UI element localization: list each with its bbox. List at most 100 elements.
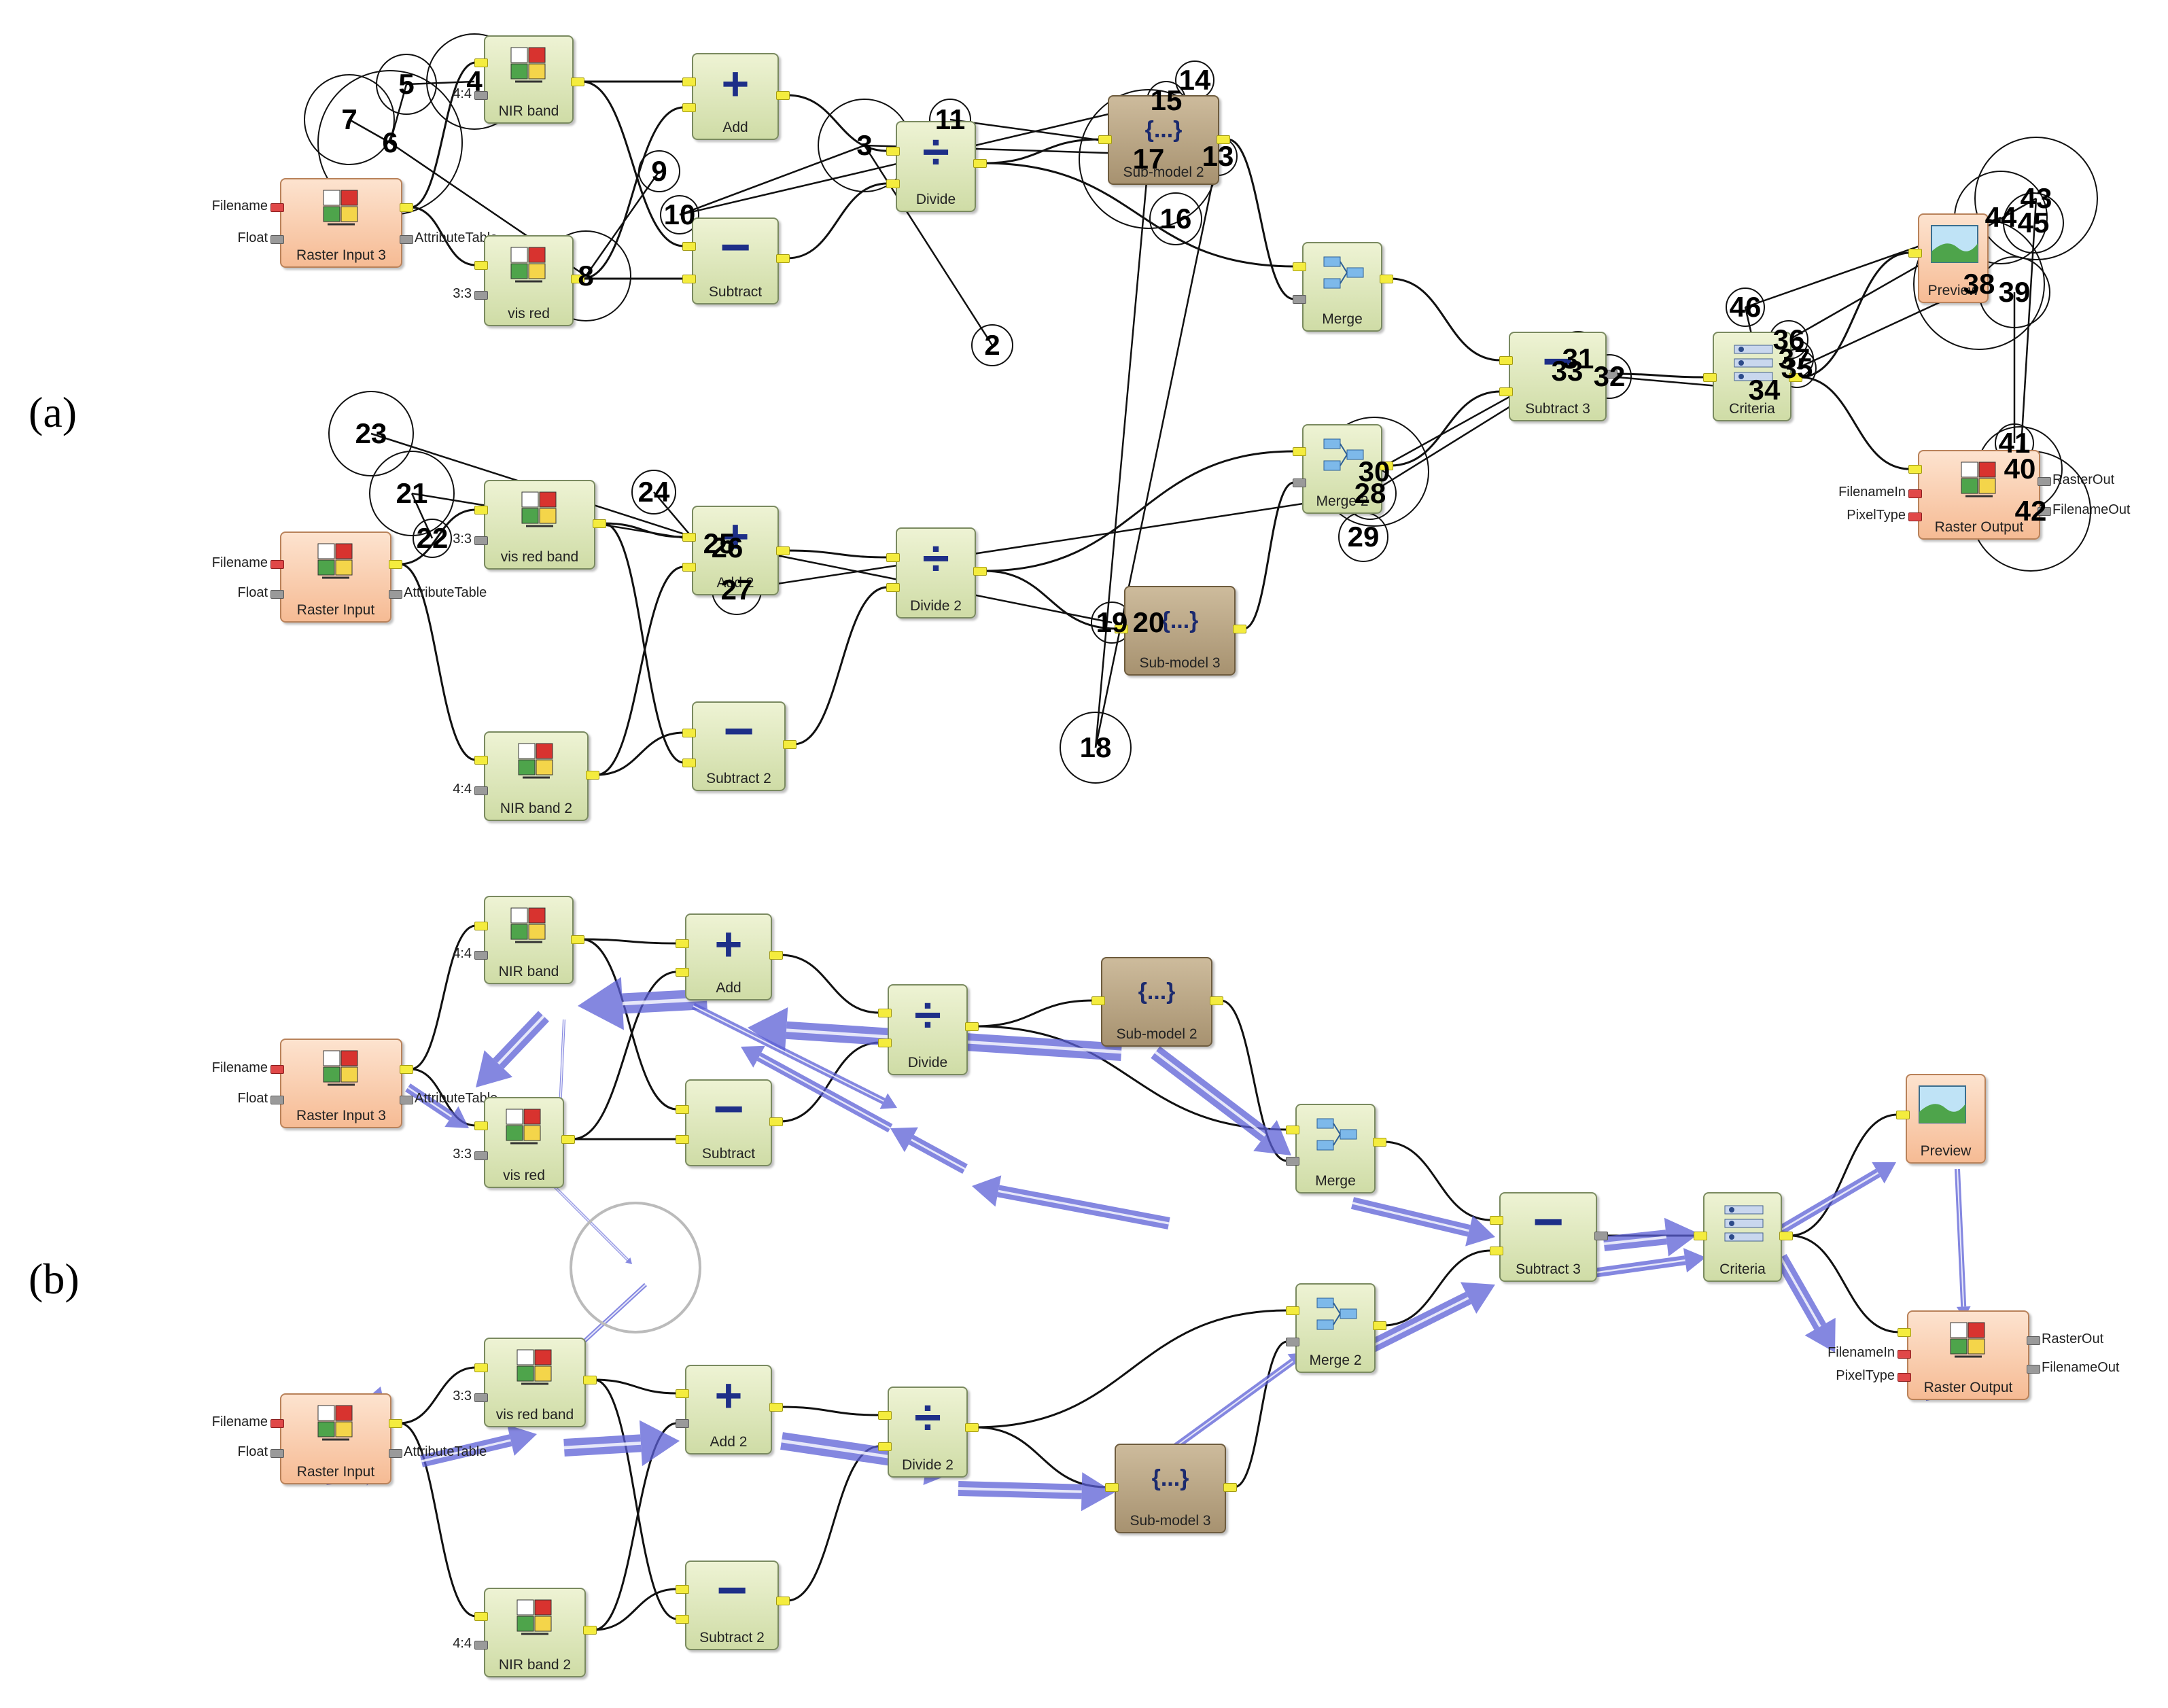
node-nir-band-b[interactable]: NIR band [484, 896, 574, 984]
output-port[interactable] [2027, 1336, 2040, 1345]
node-sub-model-3-b[interactable]: {...}Sub-model 3 [1115, 1444, 1226, 1533]
input-port[interactable] [676, 1135, 689, 1144]
output-port[interactable] [1233, 625, 1246, 633]
node-vis-red-b[interactable]: vis red [484, 1097, 564, 1188]
input-port[interactable] [270, 1449, 284, 1458]
node-nir-band-2-b[interactable]: NIR band 2 [484, 1588, 586, 1677]
input-port[interactable] [1703, 373, 1717, 382]
output-port[interactable] [561, 1135, 575, 1144]
input-port[interactable] [878, 1442, 892, 1451]
output-port[interactable] [1604, 370, 1618, 379]
input-port[interactable] [676, 1585, 689, 1594]
output-port[interactable] [965, 1423, 979, 1432]
input-port[interactable] [270, 560, 284, 569]
output-port[interactable] [389, 1419, 402, 1428]
input-port[interactable] [474, 506, 488, 515]
input-port[interactable] [886, 553, 900, 562]
output-port[interactable] [571, 935, 584, 944]
node-raster-input-b[interactable]: Raster Input [280, 1393, 391, 1484]
output-port[interactable] [776, 1597, 790, 1605]
node-add-2-a[interactable]: +Add 2 [692, 506, 779, 595]
node-raster-output-a[interactable]: Raster Output [1918, 450, 2040, 540]
output-port[interactable] [400, 1096, 413, 1104]
node-sub-model-2-b[interactable]: {...}Sub-model 2 [1101, 957, 1212, 1047]
node-subtract-b[interactable]: −Subtract [685, 1079, 772, 1166]
node-merge-2-b[interactable]: Merge 2 [1295, 1283, 1376, 1373]
node-criteria-b[interactable]: Criteria [1703, 1192, 1782, 1282]
output-port[interactable] [1373, 1138, 1386, 1147]
output-port[interactable] [1217, 135, 1230, 144]
input-port[interactable] [676, 939, 689, 948]
input-port[interactable] [474, 951, 488, 960]
node-vis-red-band-b[interactable]: vis red band [484, 1338, 586, 1427]
input-port[interactable] [1499, 356, 1513, 365]
input-port[interactable] [474, 261, 488, 270]
node-raster-input-3-b[interactable]: Raster Input 3 [280, 1039, 402, 1128]
input-port[interactable] [270, 1419, 284, 1428]
input-port[interactable] [676, 1615, 689, 1624]
input-port[interactable] [1293, 478, 1306, 487]
node-sub-model-2-a[interactable]: {...}Sub-model 2 [1108, 95, 1219, 185]
input-port[interactable] [878, 1411, 892, 1420]
output-port[interactable] [783, 740, 797, 749]
input-port[interactable] [474, 1641, 488, 1650]
node-divide-b[interactable]: ÷Divide [888, 984, 968, 1075]
node-vis-red-band-a[interactable]: vis red band [484, 480, 595, 570]
input-port[interactable] [1293, 295, 1306, 304]
output-port[interactable] [389, 560, 402, 569]
node-merge-2-a[interactable]: Merge 2 [1302, 424, 1382, 514]
node-nir-band-a[interactable]: NIR band [484, 35, 574, 124]
input-port[interactable] [682, 77, 696, 86]
output-port[interactable] [586, 771, 599, 780]
input-port[interactable] [682, 563, 696, 572]
input-port[interactable] [474, 1612, 488, 1621]
input-port[interactable] [886, 583, 900, 592]
input-port[interactable] [474, 58, 488, 67]
input-port[interactable] [676, 1419, 689, 1428]
output-port[interactable] [973, 159, 987, 168]
input-port[interactable] [1896, 1111, 1910, 1119]
output-port[interactable] [965, 1022, 979, 1031]
input-port[interactable] [886, 147, 900, 156]
node-subtract-3-a[interactable]: −Subtract 3 [1509, 332, 1607, 421]
node-nir-band-2-a[interactable]: NIR band 2 [484, 731, 589, 821]
node-merge-b[interactable]: Merge [1295, 1104, 1376, 1193]
input-port[interactable] [474, 536, 488, 545]
input-port[interactable] [1490, 1247, 1503, 1255]
input-port[interactable] [1898, 1328, 1911, 1337]
output-port[interactable] [400, 203, 413, 212]
output-port[interactable] [1779, 1232, 1793, 1240]
input-port[interactable] [1293, 262, 1306, 271]
input-port[interactable] [886, 179, 900, 188]
input-port[interactable] [270, 203, 284, 212]
output-port[interactable] [1789, 373, 1802, 382]
output-port[interactable] [776, 546, 790, 555]
input-port[interactable] [878, 1039, 892, 1047]
output-port[interactable] [389, 1449, 402, 1458]
input-port[interactable] [676, 1389, 689, 1398]
node-criteria-a[interactable]: Criteria [1713, 332, 1791, 421]
output-port[interactable] [1210, 996, 1223, 1005]
input-port[interactable] [682, 533, 696, 542]
output-port[interactable] [769, 951, 783, 960]
input-port[interactable] [1286, 1157, 1299, 1166]
node-merge-a[interactable]: Merge [1302, 242, 1382, 332]
output-port[interactable] [583, 1376, 597, 1384]
node-vis-red-a[interactable]: vis red [484, 235, 574, 326]
node-divide-a[interactable]: ÷Divide [896, 121, 976, 212]
input-port[interactable] [1694, 1232, 1707, 1240]
input-port[interactable] [1286, 1126, 1299, 1134]
node-subtract-3-b[interactable]: −Subtract 3 [1499, 1192, 1597, 1282]
input-port[interactable] [682, 729, 696, 737]
output-port[interactable] [2027, 1365, 2040, 1374]
node-raster-input-a[interactable]: Raster Input [280, 531, 391, 623]
input-port[interactable] [270, 1065, 284, 1074]
output-port[interactable] [1594, 1232, 1608, 1240]
node-add-b[interactable]: +Add [685, 913, 772, 1000]
input-port[interactable] [474, 1363, 488, 1372]
input-port[interactable] [1293, 447, 1306, 456]
input-port[interactable] [270, 1096, 284, 1104]
node-subtract-2-b[interactable]: −Subtract 2 [685, 1561, 779, 1650]
input-port[interactable] [474, 1151, 488, 1160]
input-port[interactable] [682, 275, 696, 283]
